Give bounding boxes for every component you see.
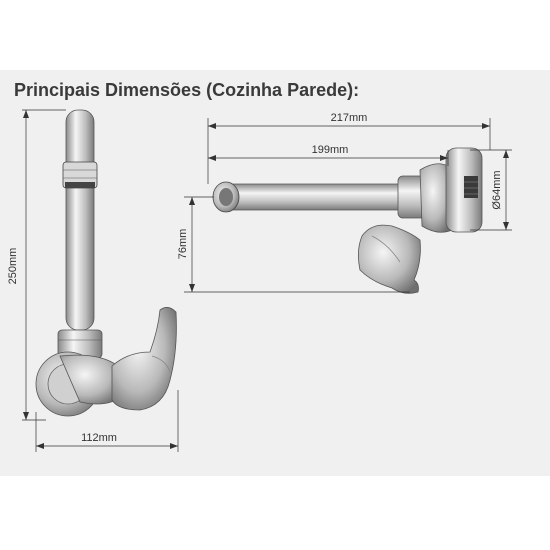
dimension-diameter-flange: Ø64mm	[470, 149, 512, 231]
label-height-spout: 76mm	[177, 229, 189, 260]
label-diameter-flange: Ø64mm	[491, 170, 503, 209]
label-width-side: 112mm	[81, 432, 117, 444]
wall-thread	[464, 176, 478, 198]
handle-lever-top	[358, 224, 421, 294]
dimension-length-total: 217mm	[207, 112, 491, 184]
label-length-total: 217mm	[331, 112, 368, 124]
label-length-spout: 199mm	[312, 144, 349, 156]
label-height-total: 250mm	[7, 248, 19, 285]
front-view-faucet: 250mm 112mm	[7, 109, 179, 452]
page-title: Principais Dimensões (Cozinha Parede):	[14, 80, 360, 100]
dimension-height-total: 250mm	[7, 109, 66, 421]
top-view-faucet: 217mm 199mm 76mm Ø64mm	[177, 112, 512, 294]
dimension-width-side: 112mm	[35, 390, 179, 452]
vertical-spout	[65, 109, 95, 331]
handle-lever	[111, 307, 177, 411]
dimension-length-spout: 199mm	[208, 144, 449, 166]
horizontal-spout	[213, 183, 427, 211]
dimension-height-spout: 76mm	[177, 196, 410, 293]
